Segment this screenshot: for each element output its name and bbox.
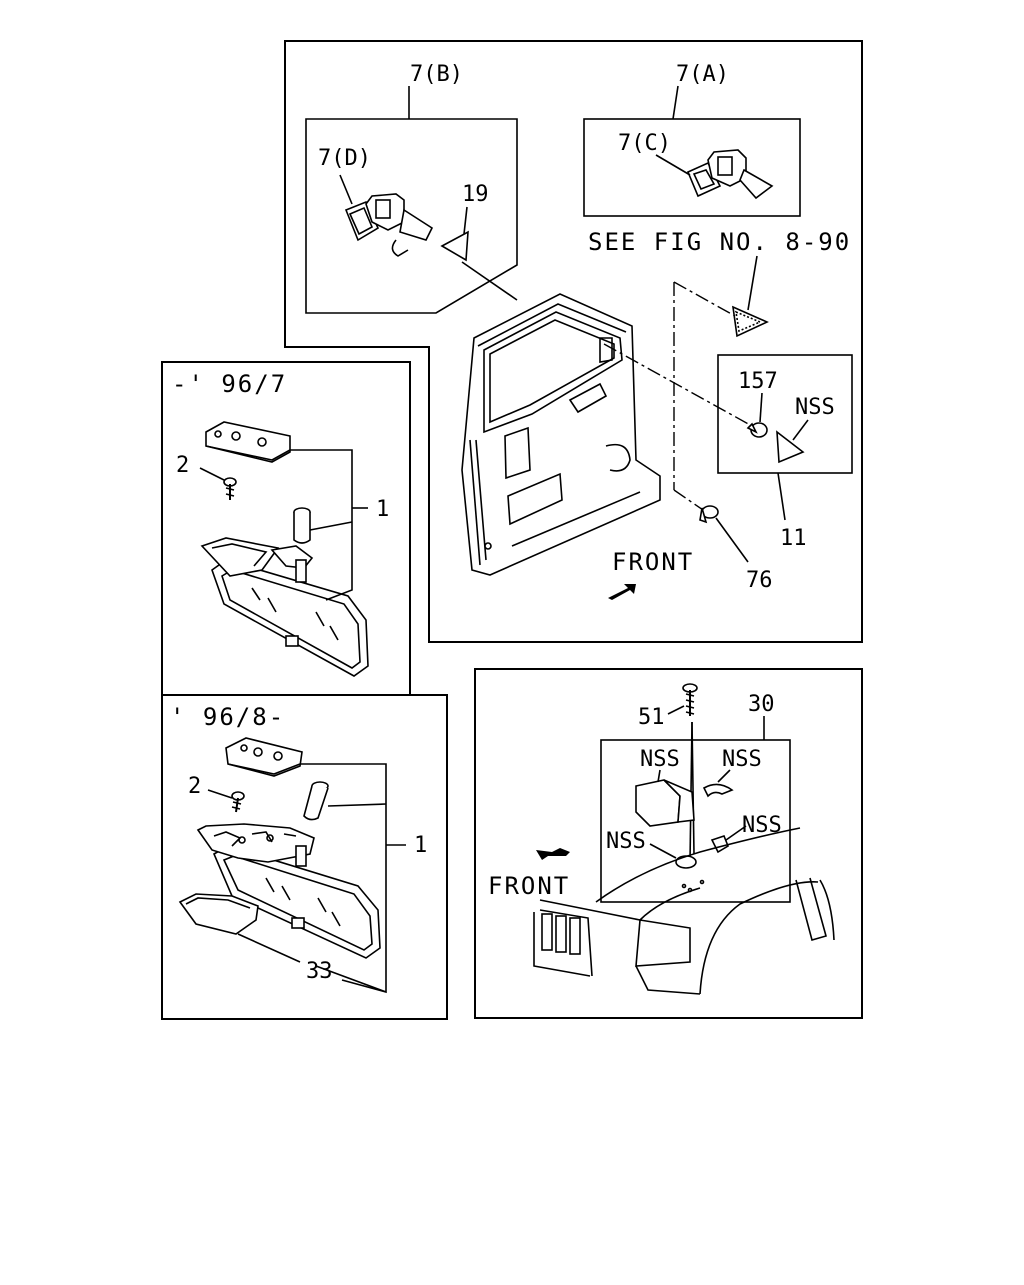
label-range-old: -' 96/7 bbox=[172, 370, 287, 398]
inside-mirror-new bbox=[196, 823, 381, 959]
label-part-157: 157 bbox=[738, 369, 778, 394]
label-part-30: 30 bbox=[748, 692, 775, 717]
mirror-bracket-new bbox=[225, 737, 303, 777]
label-mirror-7a: 7(A) bbox=[676, 62, 729, 87]
outside-mirror-d bbox=[339, 174, 434, 257]
mirror-cover-triangle bbox=[732, 305, 769, 338]
label-part-19: 19 bbox=[462, 182, 489, 207]
nss-door-triangle bbox=[776, 430, 805, 464]
door-assembly bbox=[461, 293, 661, 576]
label-mirror-7b: 7(B) bbox=[410, 62, 463, 87]
cab-hood bbox=[533, 827, 835, 995]
mirror-pin-old bbox=[293, 507, 311, 544]
part-19-triangle bbox=[440, 230, 469, 262]
label-range-new: ' 96/8- bbox=[170, 703, 285, 731]
label-part-51: 51 bbox=[638, 705, 665, 730]
nss-pad bbox=[675, 855, 697, 869]
label-nss-door: NSS bbox=[795, 395, 835, 420]
label-part-11: 11 bbox=[780, 526, 807, 551]
label-mirror-7d: 7(D) bbox=[318, 146, 371, 171]
label-part-33: 33 bbox=[306, 959, 333, 984]
nss-housing bbox=[635, 779, 695, 827]
label-part-1-old: 1 bbox=[376, 497, 389, 522]
nss-clip bbox=[702, 783, 734, 798]
nss-bracket bbox=[710, 835, 729, 854]
mirror-pin-new bbox=[303, 781, 329, 821]
mirror-cover-33 bbox=[178, 893, 259, 935]
label-part-1-new: 1 bbox=[414, 833, 427, 858]
door-panel bbox=[284, 40, 863, 643]
screw-51 bbox=[682, 683, 698, 716]
mirror-panel-old bbox=[161, 361, 411, 696]
label-nss-1: NSS bbox=[640, 747, 680, 772]
label-nss-3: NSS bbox=[742, 813, 782, 838]
label-part-76: 76 bbox=[746, 568, 773, 593]
label-part-2-old: 2 bbox=[176, 453, 189, 478]
label-nss-4: NSS bbox=[606, 829, 646, 854]
label-mirror-7c: 7(C) bbox=[618, 131, 671, 156]
outside-mirror-c bbox=[655, 149, 774, 200]
label-front-cab: FRONT bbox=[488, 872, 570, 900]
screw-2-old bbox=[223, 477, 237, 500]
inside-mirror-old bbox=[200, 537, 369, 677]
label-nss-2: NSS bbox=[722, 747, 762, 772]
label-front-door: FRONT bbox=[612, 548, 694, 576]
label-see-fig: SEE FIG NO. 8-90 bbox=[588, 228, 851, 256]
part-76-screw bbox=[699, 505, 719, 524]
part-157-clip bbox=[746, 422, 768, 438]
front-arrow-door bbox=[608, 584, 636, 600]
front-arrow-cab bbox=[536, 848, 570, 860]
label-part-2-new: 2 bbox=[188, 774, 201, 799]
screw-2-new bbox=[231, 791, 245, 813]
cab-panel bbox=[474, 668, 863, 1019]
mirror-bracket-old bbox=[205, 421, 291, 463]
mirror-panel-new bbox=[161, 694, 448, 1020]
